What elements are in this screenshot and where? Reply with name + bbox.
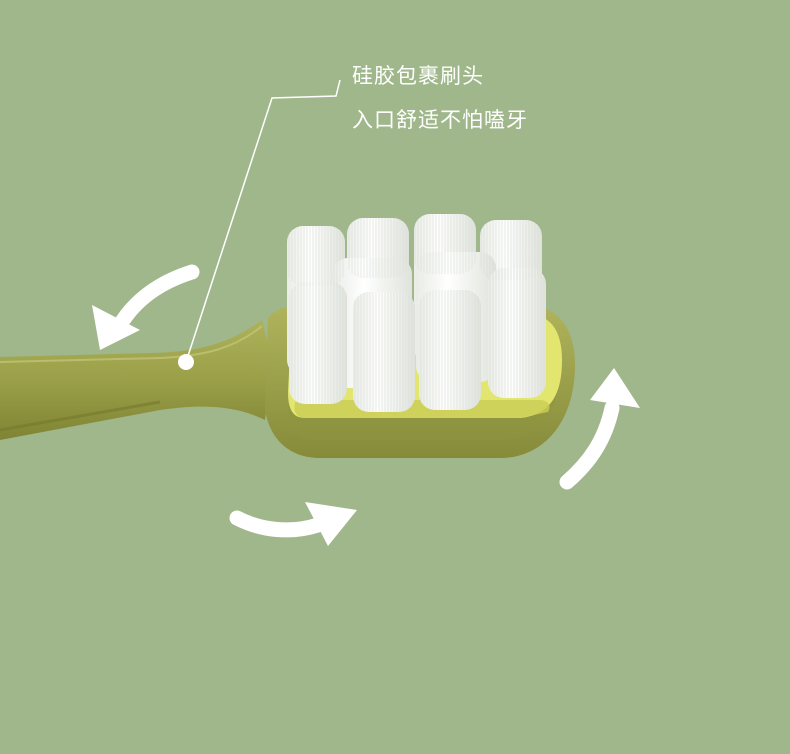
arrow-upper-left-icon [92,264,200,350]
toothbrush-handle [0,320,272,440]
callout-line-2: 入口舒适不怕嗑牙 [352,108,528,132]
callout-line-1: 硅胶包裹刷头 [352,64,484,88]
arrow-right-icon [559,368,640,490]
callout-leader [178,79,341,370]
arrow-bottom-icon [229,502,357,546]
bristle-tufts [287,214,546,412]
